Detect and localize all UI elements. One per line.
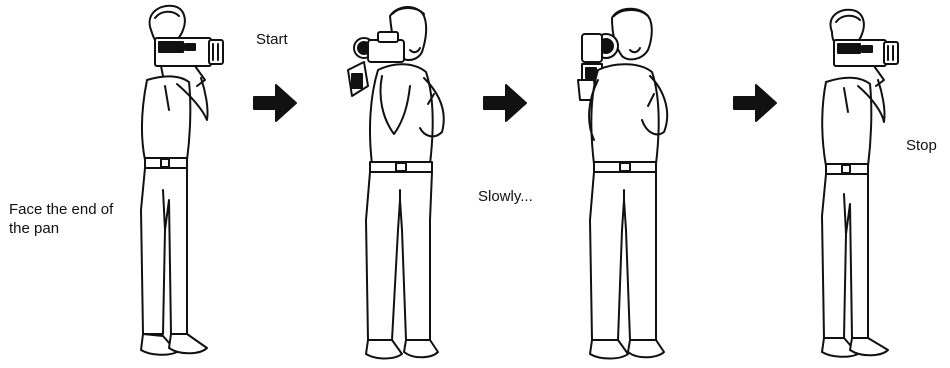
arrow-right-icon [252,82,298,124]
caption-start: Start [256,30,288,49]
arrow-right-icon [732,82,778,124]
figure-side-view-camera-end [812,0,912,368]
figure-front-view-camera [568,0,688,368]
caption-face-end: Face the end of the pan [9,200,129,238]
caption-slowly: Slowly... [478,187,533,206]
arrow-right-icon [482,82,528,124]
figure-side-view-camera [125,0,235,368]
figure-front-left-view-camera [338,0,456,368]
